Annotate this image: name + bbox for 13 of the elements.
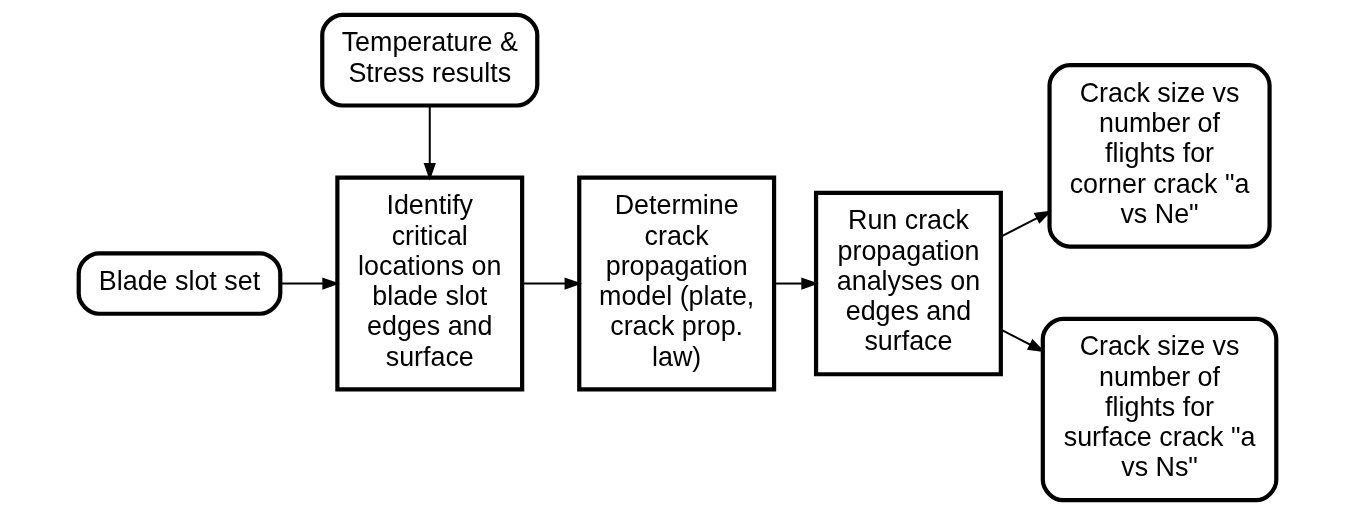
node-box: Determine crack propagation model (plate, crack prop. law) <box>576 175 776 392</box>
node-box: Crack size vs number of flights for surface crack "a vs Ns" <box>1040 316 1278 503</box>
node-box: Run crack propagation analyses on edges and surface <box>813 190 1003 377</box>
arrow <box>522 277 582 290</box>
arrow <box>1000 328 1045 353</box>
node-box: Blade slot set <box>76 251 282 316</box>
node-box: Temperature & Stress results <box>319 12 539 108</box>
node-box: Crack size vs number of flights for corner crack "a vs Ne" <box>1046 63 1272 249</box>
arrow <box>774 277 819 290</box>
arrow <box>423 105 436 181</box>
arrow <box>280 277 340 290</box>
arrow <box>1000 210 1052 238</box>
node-box: Identify critical locations on blade slot edges and surface <box>334 175 524 392</box>
